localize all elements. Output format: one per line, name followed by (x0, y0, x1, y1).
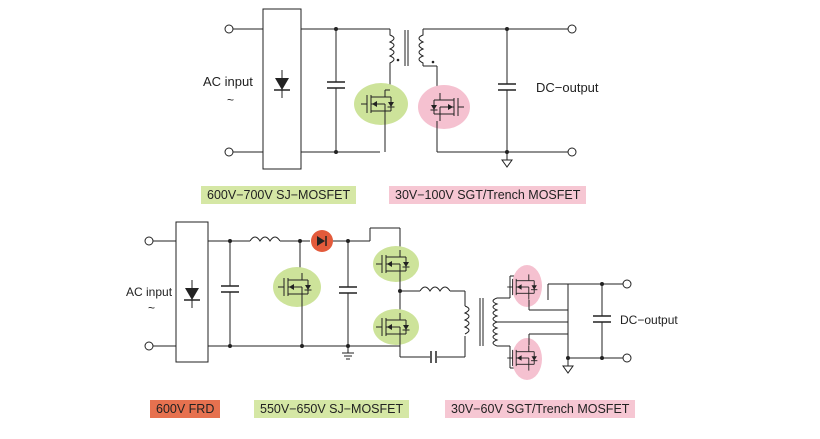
top-output-terminal (567, 147, 577, 157)
bottom-input-terminal (144, 341, 154, 351)
bulk-capacitor (338, 286, 358, 294)
bottom-rectifier-box (175, 221, 209, 363)
input-capacitor (220, 285, 240, 293)
legend-600-700v-sj-mosfet: 600V−700V SJ−MOSFET (201, 186, 357, 204)
bottom-transformer-primary (463, 305, 470, 335)
frd-diode (317, 236, 327, 246)
top-output-capacitor (497, 83, 517, 91)
top-output-terminal (567, 24, 577, 34)
top-input-terminal (224, 24, 234, 34)
bottom-primary-ground (341, 352, 355, 360)
top-dc-output-label: DC−output (536, 80, 599, 95)
legend-550-650v-sj-mosfet: 550V−650V SJ−MOSFET (254, 400, 410, 418)
bottom-dc-output-label: DC−output (620, 313, 678, 327)
top-ground (501, 159, 513, 168)
bottom-ac-tilde: ~ (148, 301, 155, 315)
top-input-terminal (224, 147, 234, 157)
top-ac-input-label: AC input (203, 74, 253, 89)
bottom-output-terminal (622, 353, 632, 363)
bottom-circuit: AC input ~ DC−output (126, 221, 678, 380)
legend-30-100v-sgt-mosfet: 30V−100V SGT/Trench MOSFET (389, 186, 587, 204)
bottom-ac-input-label: AC input (126, 285, 173, 299)
bottom-transformer-secondary (492, 297, 499, 347)
bottom-output-ground (562, 365, 574, 374)
top-circuit: AC input ~ DC−output (203, 8, 599, 170)
top-transformer (388, 29, 435, 66)
sync-sgt-mosfet-bottom-highlight (512, 338, 542, 380)
resonant-inductor (419, 286, 451, 292)
top-ac-tilde: ~ (227, 93, 234, 107)
top-bulk-capacitor (326, 81, 346, 89)
pfc-inductor (249, 236, 281, 242)
legend-30-60v-sgt-mosfet: 30V−60V SGT/Trench MOSFET (445, 400, 636, 418)
legend-600v-frd: 600V FRD (150, 400, 221, 418)
bottom-output-capacitor (592, 315, 612, 323)
bottom-output-terminal (622, 279, 632, 289)
sync-sgt-mosfet-top-highlight (512, 265, 542, 307)
bottom-input-terminal (144, 236, 154, 246)
